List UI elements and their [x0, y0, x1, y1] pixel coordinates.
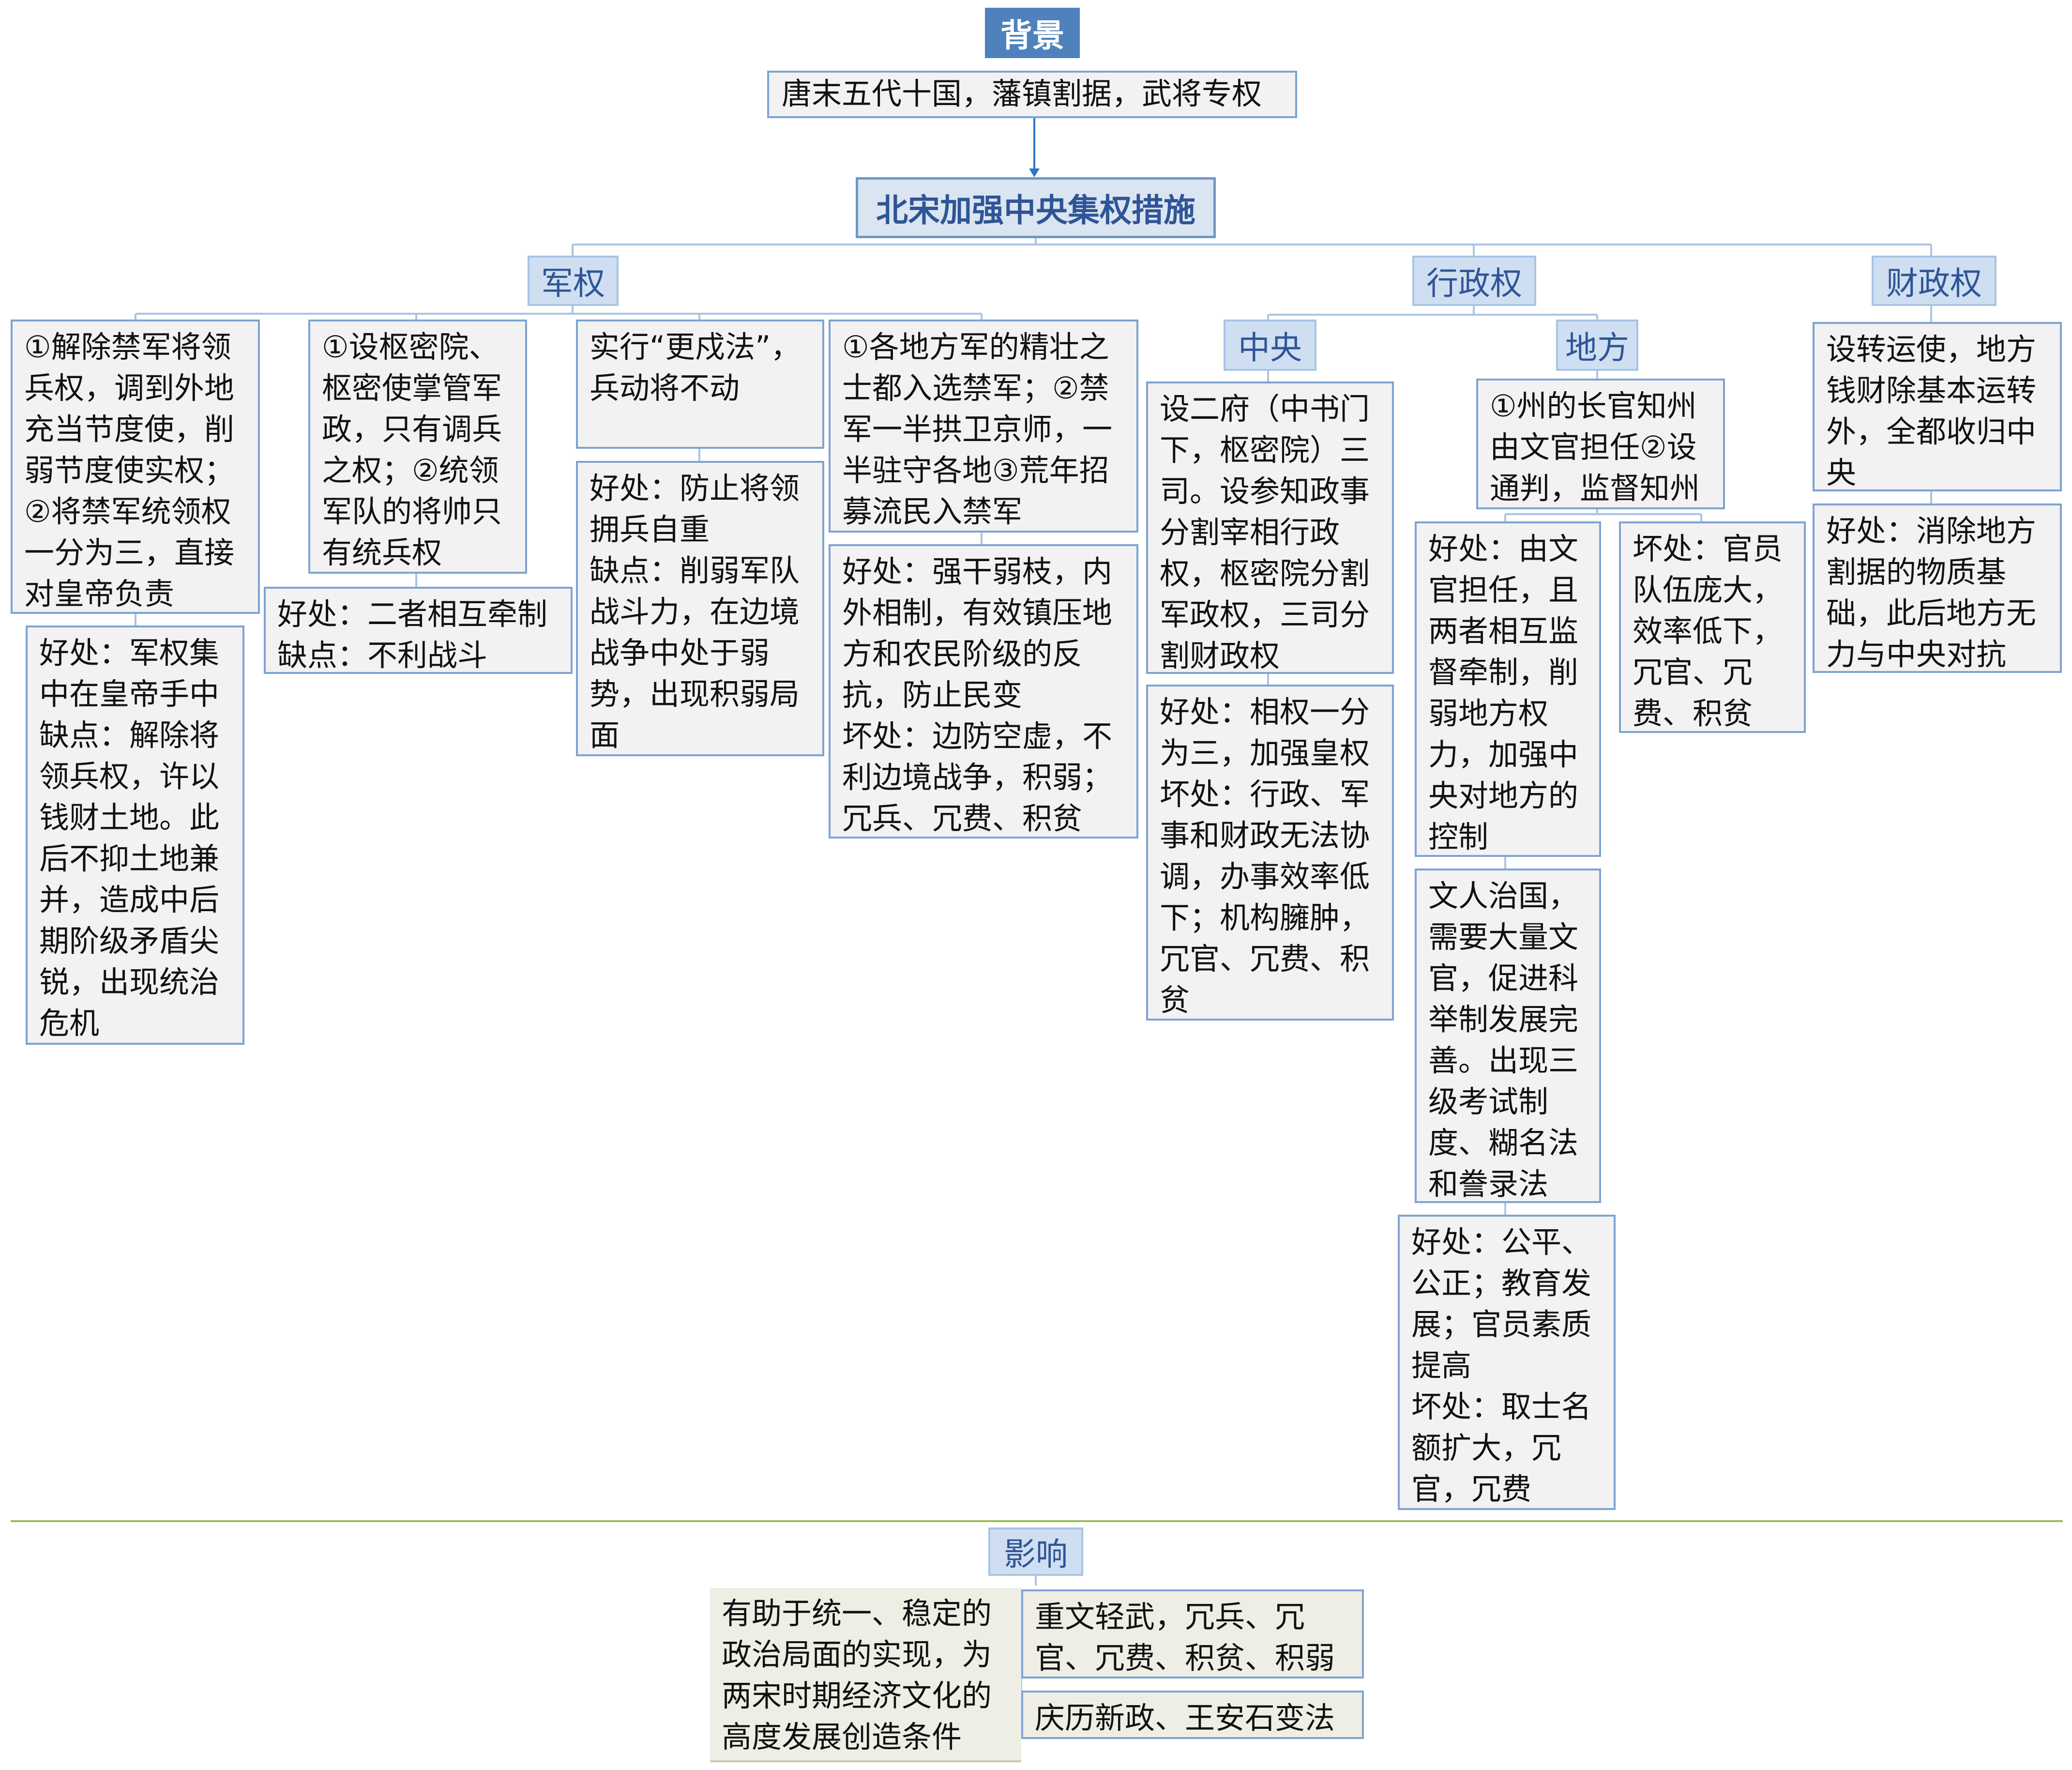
military-measure-4: ①各地方军的精壮之士都入选禁军；②禁军一半拱卫京师，一半驻守各地③荒年招募流民入…: [829, 320, 1138, 533]
page-title: 北宋加强中央集权措施: [856, 177, 1216, 238]
military-measure-2-eval: 好处：二者相互牵制 缺点：不利战斗: [264, 587, 573, 674]
admin-scholar-officials: 文人治国，需要大量文官，促进科举制发展完善。出现三级考试制度、糊名法和誊录法: [1415, 869, 1601, 1203]
impact-label: 影响: [988, 1527, 1083, 1576]
military-measure-1: ①解除禁军将领兵权，调到外地充当节度使，削弱节度使实权；②将禁军统领权一分为三，…: [11, 320, 260, 614]
category-administration: 行政权: [1412, 256, 1536, 306]
admin-scholar-eval: 好处：公平、公正；教育发展；官员素质提高 坏处：取士名额扩大，冗官，冗费: [1398, 1215, 1616, 1510]
admin-local-text: ①州的长官知州由文官担任②设通判，监督知州: [1476, 379, 1725, 509]
background-label: 背景: [985, 8, 1080, 58]
impact-positive: 有助于统一、稳定的政治局面的实现，为两宋时期经济文化的高度发展创造条件: [710, 1588, 1021, 1762]
military-measure-3-eval: 好处：防止将领拥兵自重 缺点：削弱军队战斗力，在边境战争中处于弱势，出现积弱局面: [576, 461, 824, 756]
admin-central-text: 设二府（中书门下，枢密院）三司。设参知政事分割宰相行政权，枢密院分割军政权，三司…: [1146, 381, 1394, 674]
admin-local-good: 好处：由文官担任，且两者相互监督牵制，削弱地方权力，加强中央对地方的控制: [1415, 521, 1601, 857]
military-measure-1-eval: 好处：军权集中在皇帝手中 缺点：解除将领兵权，许以钱财土地。此后不抑土地兼并，造…: [26, 626, 244, 1045]
impact-negative: 重文轻武，冗兵、冗官、冗费、积贫、积弱: [1021, 1589, 1364, 1678]
admin-local-bad: 坏处：官员队伍庞大，效率低下，冗官、冗费、积贫: [1619, 521, 1806, 733]
admin-central-eval: 好处：相权一分为三，加强皇权 坏处：行政、军事和财政无法协调，办事效率低下；机构…: [1146, 685, 1394, 1021]
category-finance: 财政权: [1872, 256, 1996, 306]
category-military: 军权: [528, 256, 619, 306]
admin-central-label: 中央: [1224, 320, 1316, 371]
finance-measure: 设转运使，地方钱财除基本运转外，全都收归中央: [1813, 322, 2062, 491]
admin-local-label: 地方: [1556, 320, 1638, 371]
finance-eval: 好处：消除地方割据的物质基础，此后地方无力与中央对抗: [1813, 504, 2062, 673]
military-measure-2: ①设枢密院、枢密使掌管军政，只有调兵之权；②统领军队的将帅只有统兵权: [308, 320, 527, 574]
background-text: 唐末五代十国，藩镇割据，武将专权: [767, 71, 1297, 118]
impact-reform: 庆历新政、王安石变法: [1021, 1691, 1364, 1739]
military-measure-3: 实行“更戍法”，兵动将不动: [576, 320, 824, 449]
military-measure-4-eval: 好处：强干弱枝，内外相制，有效镇压地方和农民阶级的反抗，防止民变 坏处：边防空虚…: [829, 544, 1138, 839]
